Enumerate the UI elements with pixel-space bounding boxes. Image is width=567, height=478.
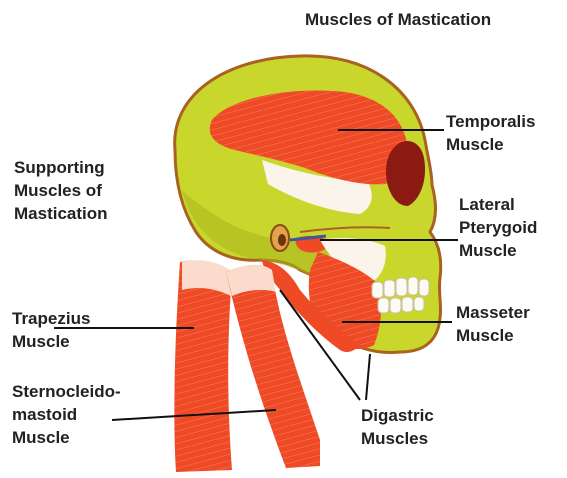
label-lateral-pterygoid: Lateral Pterygoid Muscle — [459, 193, 537, 262]
teeth — [372, 277, 429, 313]
label-sternocleidomastoid: Sternocleido- mastoid Muscle — [12, 380, 121, 449]
label-digastric: Digastric Muscles — [361, 404, 434, 450]
label-trapezius: Trapezius Muscle — [12, 307, 90, 353]
diagram-title: Muscles of Mastication — [305, 8, 491, 31]
label-supporting-muscles: Supporting Muscles of Mastication — [14, 156, 108, 225]
label-masseter: Masseter Muscle — [456, 301, 530, 347]
label-temporalis: Temporalis Muscle — [446, 110, 535, 156]
